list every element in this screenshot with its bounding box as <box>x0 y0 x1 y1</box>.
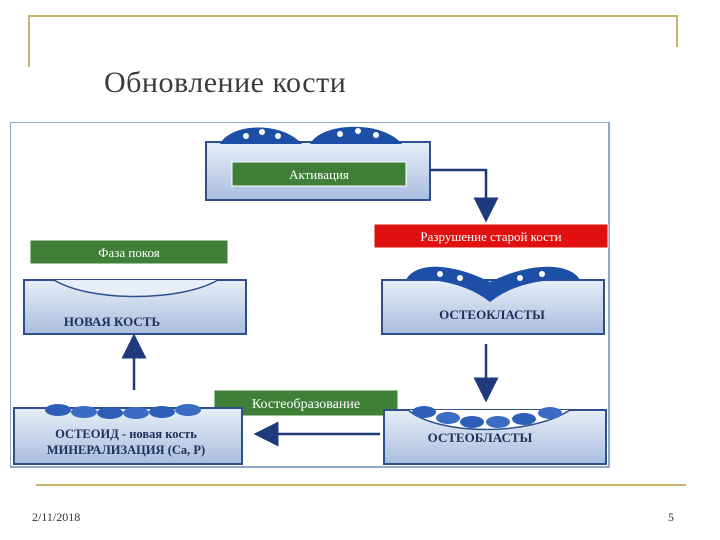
slide-frame-top <box>28 15 678 17</box>
osteoblast-cell <box>512 413 536 425</box>
bone-formation-label: Костеобразование <box>252 397 360 412</box>
osteoblast-cell <box>538 407 562 419</box>
osteoblasts-label: ОСТЕОБЛАСТЫ <box>428 430 533 445</box>
slide-frame-left <box>28 15 30 67</box>
slide-frame-bottom <box>36 484 686 486</box>
bone-formation-label-box <box>213 389 399 417</box>
osteoid-stage: ОСТЕОИД - новая кость МИНЕРАЛИЗАЦИЯ (Ca,… <box>13 404 243 465</box>
resorption-label: Разрушение старой кости <box>420 229 561 244</box>
new-bone-label: НОВАЯ КОСТЬ <box>64 314 160 329</box>
osteoid-cell <box>149 406 175 418</box>
slide-date: 2/11/2018 <box>32 510 81 524</box>
osteoblast-cell <box>460 416 484 428</box>
osteoclast-cell <box>406 266 580 302</box>
slide-page-number: 5 <box>668 510 674 524</box>
resorption-stage: Разрушение старой кости ОСТЕОКЛАСТЫ <box>373 223 609 335</box>
osteoid-cell <box>175 404 201 416</box>
rest-phase-label-box <box>29 239 229 265</box>
activation-cell-right <box>310 126 402 144</box>
osteoblasts-stage: ОСТЕОБЛАСТЫ <box>383 406 607 465</box>
osteoblast-cell <box>436 412 460 424</box>
osteoid-cell <box>71 406 97 418</box>
resorption-label-box <box>373 223 609 249</box>
osteoclasts-label: ОСТЕОКЛАСТЫ <box>439 307 545 322</box>
osteoblast-cell <box>412 406 436 418</box>
activation-label: Активация <box>289 167 349 182</box>
rest-phase-label: Фаза покоя <box>98 245 160 260</box>
osteoid-label-line2: МИНЕРАЛИЗАЦИЯ (Ca, P) <box>47 443 205 457</box>
activation-label-box <box>231 161 407 187</box>
slide-title: Обновление кости <box>104 66 347 99</box>
osteoid-cell <box>123 407 149 419</box>
osteoblast-cell <box>486 416 510 428</box>
arrow-activation-to-resorption <box>430 168 499 223</box>
osteoid-cell <box>97 407 123 419</box>
activation-stage: Активация <box>205 126 431 201</box>
osteoid-cell <box>45 404 71 416</box>
rest-phase-stage: Фаза покоя НОВАЯ КОСТЬ <box>23 239 247 335</box>
osteoid-label-line1: ОСТЕОИД - новая кость <box>55 427 197 441</box>
diagram-border <box>10 122 610 468</box>
activation-cell-left <box>220 127 302 144</box>
slide-frame-right <box>676 15 678 47</box>
bone-remodeling-diagram: Активация Разрушение старой кости ОСТЕОК… <box>10 122 610 468</box>
